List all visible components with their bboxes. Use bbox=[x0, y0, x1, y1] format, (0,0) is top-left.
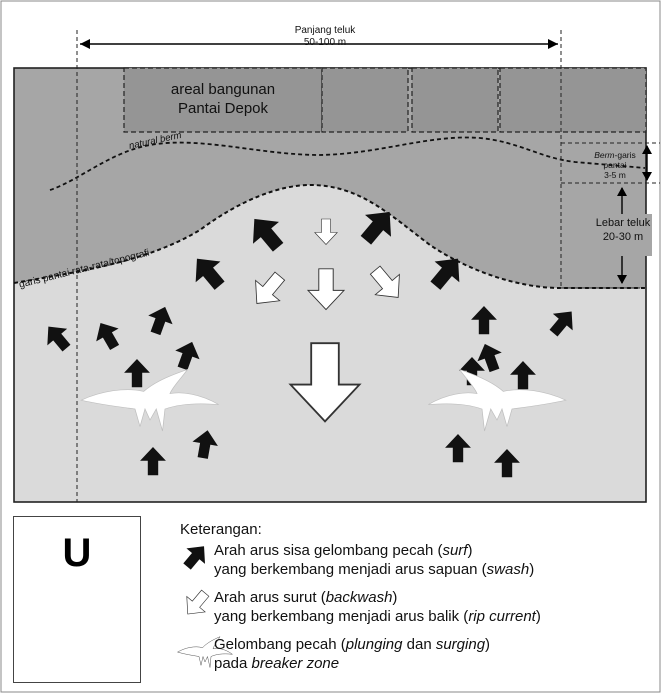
legend-backwash-line1: Arah arus surut (backwash) bbox=[214, 589, 398, 606]
bay-length-label: Panjang teluk 50-100 m bbox=[268, 25, 382, 49]
legend-breaker-line1: Gelombang pecah (plunging dan surging) bbox=[214, 636, 491, 653]
right-dimensions bbox=[561, 142, 660, 289]
building-label: areal bangunan Pantai Depok bbox=[148, 80, 298, 118]
north-indicator: U bbox=[13, 516, 141, 683]
bay-length-label-line1: Panjang teluk bbox=[294, 25, 356, 36]
legend-surf-line1: Arah arus sisa gelombang pecah (surf) bbox=[214, 542, 473, 559]
legend-backwash-arrow-icon bbox=[178, 585, 215, 623]
north-letter: U bbox=[62, 531, 92, 575]
building-label-line2: Pantai Depok bbox=[177, 100, 269, 117]
bay-length-label-line2: 50-100 m bbox=[303, 37, 347, 48]
building-blocks bbox=[123, 67, 647, 133]
shoreline-line bbox=[13, 183, 646, 289]
legend-backwash-line2: yang berkembang menjadi arus balik (rip … bbox=[214, 608, 541, 625]
legend-surf-line2: yang berkembang menjadi arus sapuan (swa… bbox=[214, 561, 535, 578]
building-label-line1: areal bangunan bbox=[170, 81, 276, 98]
natural-berm-line bbox=[49, 136, 646, 191]
legend-surf-arrow-icon bbox=[178, 539, 213, 574]
legend-breaker-line2: pada breaker zone bbox=[214, 655, 340, 672]
bay-width-label: Lebar teluk 20-30 m bbox=[595, 217, 651, 243]
berm-dimension-label: Berm-garis pantai 3-5 m bbox=[594, 150, 636, 180]
bay-length-dimension bbox=[80, 39, 558, 49]
legend-title: Keterangan: bbox=[180, 521, 262, 538]
